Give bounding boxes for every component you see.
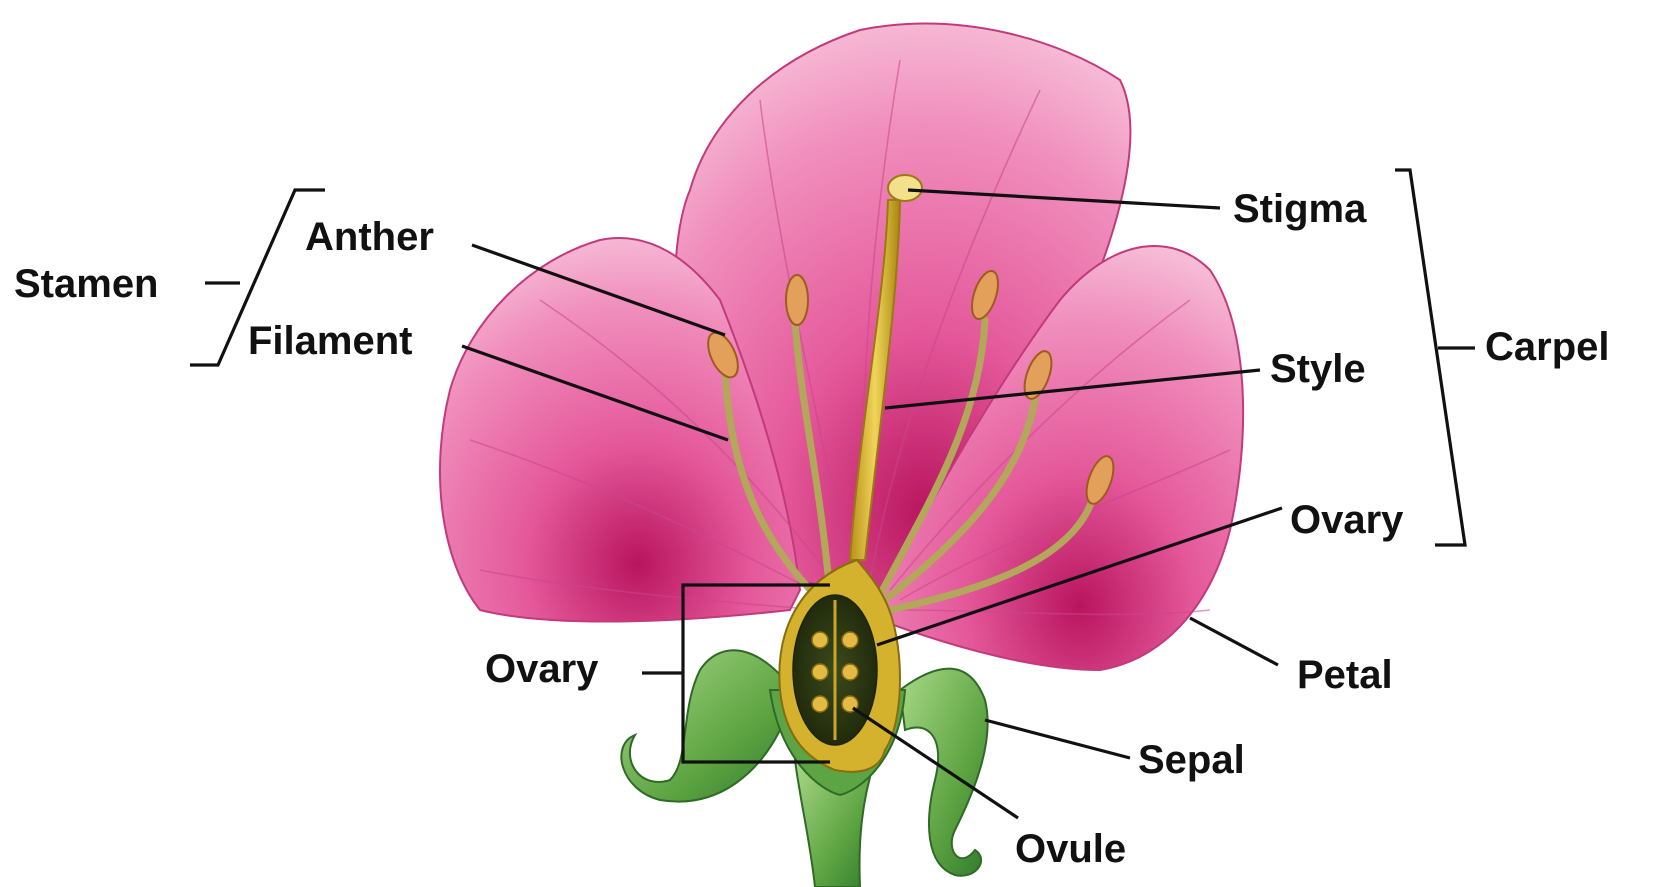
anther-2	[786, 275, 808, 325]
label-ovule: Ovule	[1015, 827, 1126, 871]
stigma	[888, 175, 922, 201]
label-anther: Anther	[305, 215, 434, 259]
label-sepal: Sepal	[1138, 738, 1245, 782]
petal-leader	[1190, 618, 1278, 665]
label-ovary-left: Ovary	[485, 647, 599, 691]
ovule-3	[812, 664, 828, 680]
sepal-right	[900, 669, 988, 876]
label-stamen: Stamen	[14, 262, 159, 306]
ovule-1	[812, 632, 828, 648]
ovule-2	[842, 632, 858, 648]
carpel-bracket	[1395, 170, 1465, 545]
sepal-leader	[985, 720, 1130, 758]
ovule-4	[842, 664, 858, 680]
label-petal: Petal	[1297, 653, 1393, 697]
label-filament: Filament	[248, 319, 412, 363]
ovule-5	[812, 696, 828, 712]
label-stigma: Stigma	[1233, 187, 1367, 231]
label-ovary-right: Ovary	[1290, 498, 1404, 542]
label-carpel: Carpel	[1485, 325, 1610, 369]
label-style: Style	[1270, 347, 1366, 391]
